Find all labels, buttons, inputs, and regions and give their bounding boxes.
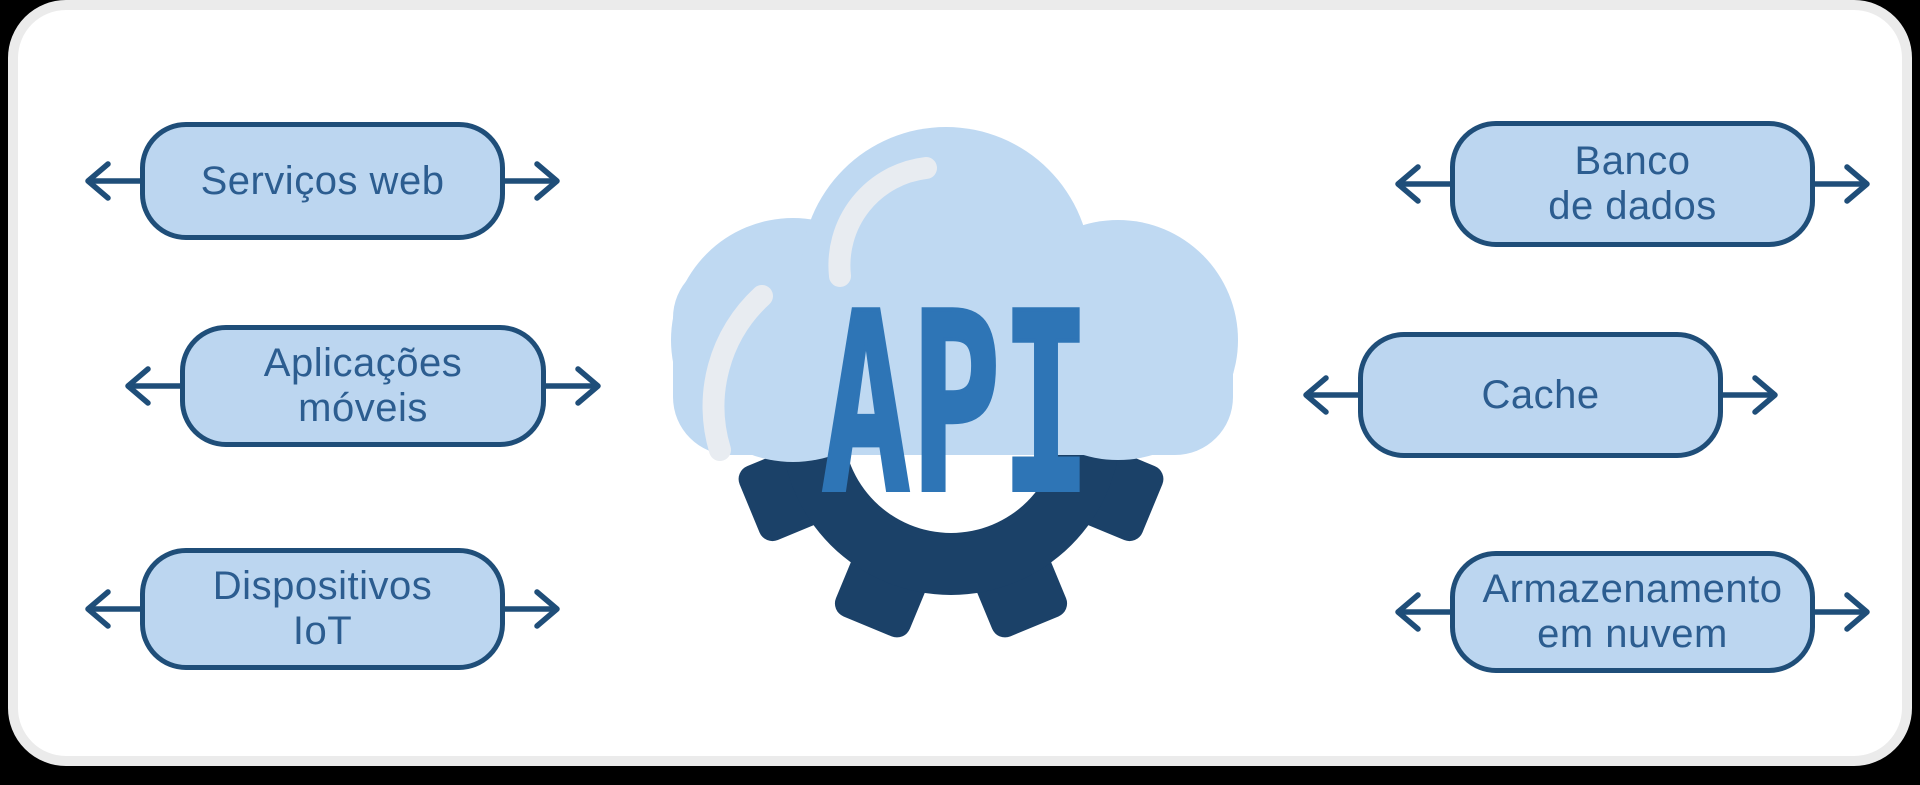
node-label: Serviços web [200, 158, 445, 203]
arrow-left-icon [85, 161, 140, 201]
node-label: Aplicações móveis [263, 341, 463, 430]
arrow-right-icon [1723, 375, 1778, 415]
node-pill: Serviços web [140, 122, 505, 240]
node-label: Dispositivos IoT [212, 564, 433, 653]
node-pill: Banco de dados [1450, 121, 1815, 247]
arrow-left-icon [1395, 164, 1450, 204]
arrow-left-icon [1303, 375, 1358, 415]
arrow-left-icon [85, 589, 140, 629]
node-dispositivos-iot: Dispositivos IoT [82, 548, 563, 670]
arrow-left-icon [125, 366, 180, 406]
arrow-right-icon [1815, 592, 1870, 632]
node-servicos-web: Serviços web [82, 122, 563, 240]
node-pill: Dispositivos IoT [140, 548, 505, 670]
node-pill: Aplicações móveis [180, 325, 546, 447]
arrow-right-icon [546, 366, 601, 406]
node-label: Cache [1481, 372, 1600, 417]
arrow-left-icon [1395, 592, 1450, 632]
diagram-card: API Serviços web [8, 0, 1912, 766]
node-pill: Armazenamento em nuvem [1450, 551, 1815, 673]
node-aplicacoes-moveis: Aplicações móveis [122, 325, 604, 447]
arrow-right-icon [505, 161, 560, 201]
cloud-highlight-arcs [702, 157, 937, 461]
node-banco-de-dados: Banco de dados [1392, 121, 1873, 247]
node-label: Armazenamento em nuvem [1482, 567, 1783, 656]
arrow-right-icon [1815, 164, 1870, 204]
api-label: API [821, 261, 1091, 549]
node-pill: Cache [1358, 332, 1723, 458]
arrow-right-icon [505, 589, 560, 629]
node-label: Banco de dados [1548, 139, 1717, 228]
api-cloud-gear-graphic: API [671, 127, 1238, 638]
node-cache: Cache [1300, 332, 1781, 458]
node-armazenamento-em-nuvem: Armazenamento em nuvem [1392, 551, 1873, 673]
